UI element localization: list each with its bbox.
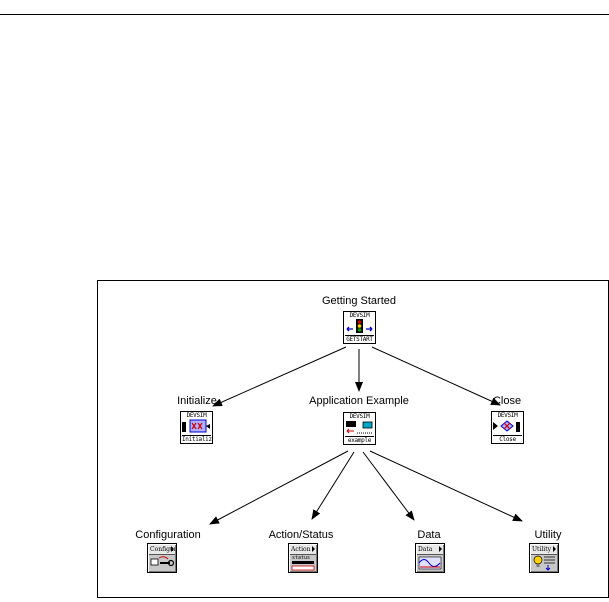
action-status-palette-sub: status	[292, 555, 311, 561]
lightbulb-icon	[533, 546, 556, 571]
close-tag-top: DEVSIM	[497, 412, 518, 419]
data-palette-title: Data	[417, 545, 443, 555]
initialize-vi-icon[interactable]: DEVSIM Initialize	[180, 411, 213, 444]
getting-started-vi-icon[interactable]: DEVSIM GETSTART	[343, 311, 376, 344]
action-status-palette-title: Action	[290, 545, 316, 555]
getting-started-tag-top: DEVSIM	[349, 312, 370, 319]
application-example-tag-top: DEVSIM	[349, 413, 370, 420]
application-example-icon	[346, 421, 373, 434]
page-header-rule	[0, 14, 609, 15]
configuration-palette-icon[interactable]: Configure	[147, 543, 177, 573]
close-tag-bottom: Close	[493, 435, 522, 443]
instrument-close-icon	[493, 420, 520, 432]
vi-hierarchy-diagram: Getting Started DEVSIM GETSTART Initiali…	[97, 280, 609, 598]
application-example-tag-bottom: example	[345, 436, 374, 444]
edge-getting-started-to-initialize	[212, 346, 347, 407]
utility-palette-icon[interactable]: Utility	[529, 543, 559, 573]
instrument-init-icon	[182, 419, 210, 433]
application-example-label: Application Example	[309, 395, 409, 407]
utility-palette-title: Utility	[531, 545, 557, 555]
edge-application-to-data	[362, 451, 415, 521]
action-status-palette-icon[interactable]: Action status	[288, 543, 318, 573]
edge-getting-started-to-close	[371, 346, 501, 406]
initialize-label: Initialize	[177, 395, 217, 407]
configuration-palette-title: Configure	[149, 545, 175, 555]
close-vi-icon[interactable]: DEVSIM Close	[491, 411, 524, 444]
data-palette-icon[interactable]: Data	[415, 543, 445, 573]
application-example-vi-icon[interactable]: DEVSIM example	[343, 412, 376, 445]
getting-started-tag-bottom: GETSTART	[345, 335, 374, 343]
initialize-tag-bottom: Initialize	[182, 435, 213, 443]
status-lights-icon	[291, 546, 315, 571]
utility-label: Utility	[534, 529, 562, 541]
initialize-tag-top: DEVSIM	[186, 412, 207, 419]
wrench-icon	[150, 546, 175, 567]
close-label: Close	[492, 395, 522, 407]
edge-application-to-configuration	[209, 450, 349, 525]
configuration-label: Configuration	[135, 529, 201, 541]
waveform-icon	[418, 546, 442, 570]
traffic-light-icon	[346, 319, 373, 333]
edge-application-to-utility	[369, 450, 523, 522]
getting-started-label: Getting Started	[322, 295, 396, 307]
edge-application-to-action-status	[311, 451, 355, 520]
hierarchy-edges	[209, 346, 523, 525]
action-status-label: Action/Status	[268, 529, 334, 541]
data-label: Data	[417, 529, 441, 541]
